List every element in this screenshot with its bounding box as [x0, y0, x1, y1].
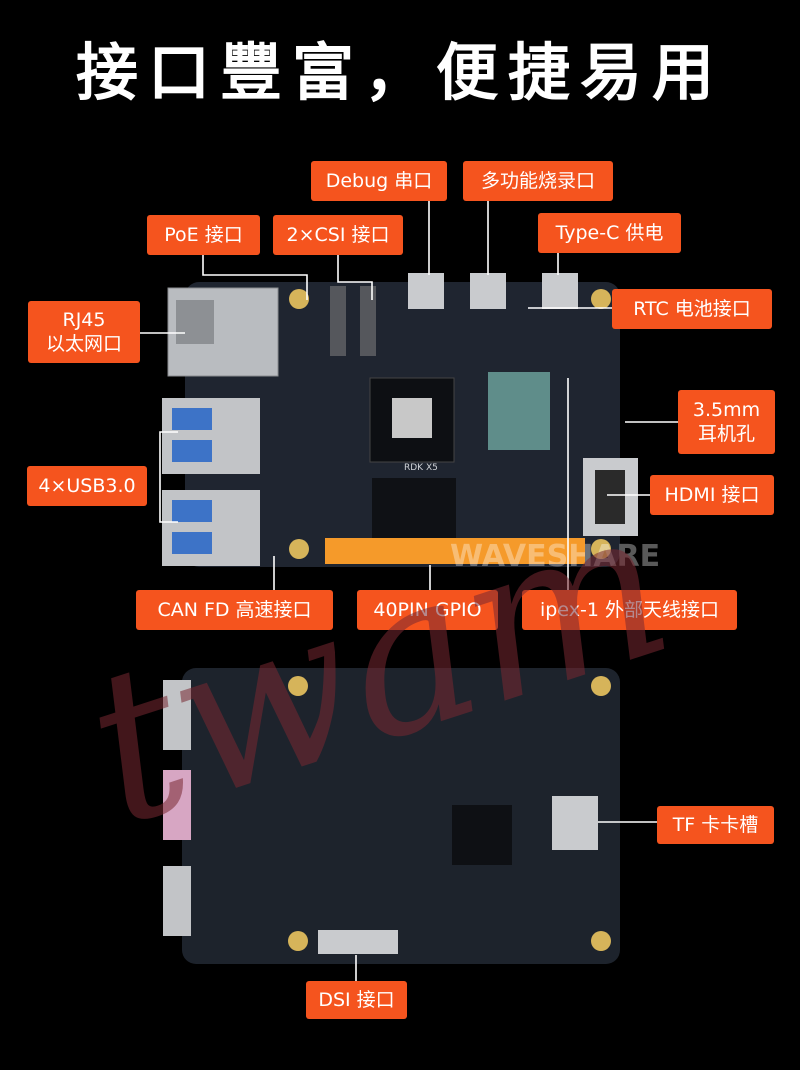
- label-multi-flash-port: 多功能烧录口: [463, 161, 613, 201]
- label-rtc-battery: RTC 电池接口: [612, 289, 772, 329]
- label-ipex-antenna: ipex-1 外部天线接口: [522, 590, 737, 630]
- label-hdmi: HDMI 接口: [650, 475, 774, 515]
- brand-watermark: WAVESHARE: [450, 539, 660, 574]
- label-typec-power: Type-C 供电: [538, 213, 681, 253]
- wifi-module: [488, 372, 550, 450]
- label-can-fd: CAN FD 高速接口: [136, 590, 333, 630]
- tf-slot: [552, 796, 598, 850]
- label-dsi: DSI 接口: [306, 981, 407, 1019]
- label-debug-serial: Debug 串口: [311, 161, 447, 201]
- page-title: 接口豐富，便捷易用: [75, 36, 724, 109]
- bottom-board-pcb: [182, 668, 620, 964]
- label-usb3: 4×USB3.0: [27, 466, 147, 506]
- gpio-header: [325, 538, 585, 564]
- label-gpio: 40PIN GPIO: [357, 590, 498, 630]
- label-tf-slot: TF 卡卡槽: [657, 806, 774, 844]
- label-poe: PoE 接口: [147, 215, 260, 255]
- fpga-chip: [452, 805, 512, 865]
- label-csi: 2×CSI 接口: [273, 215, 403, 255]
- chip-label: RDK X5: [404, 463, 438, 473]
